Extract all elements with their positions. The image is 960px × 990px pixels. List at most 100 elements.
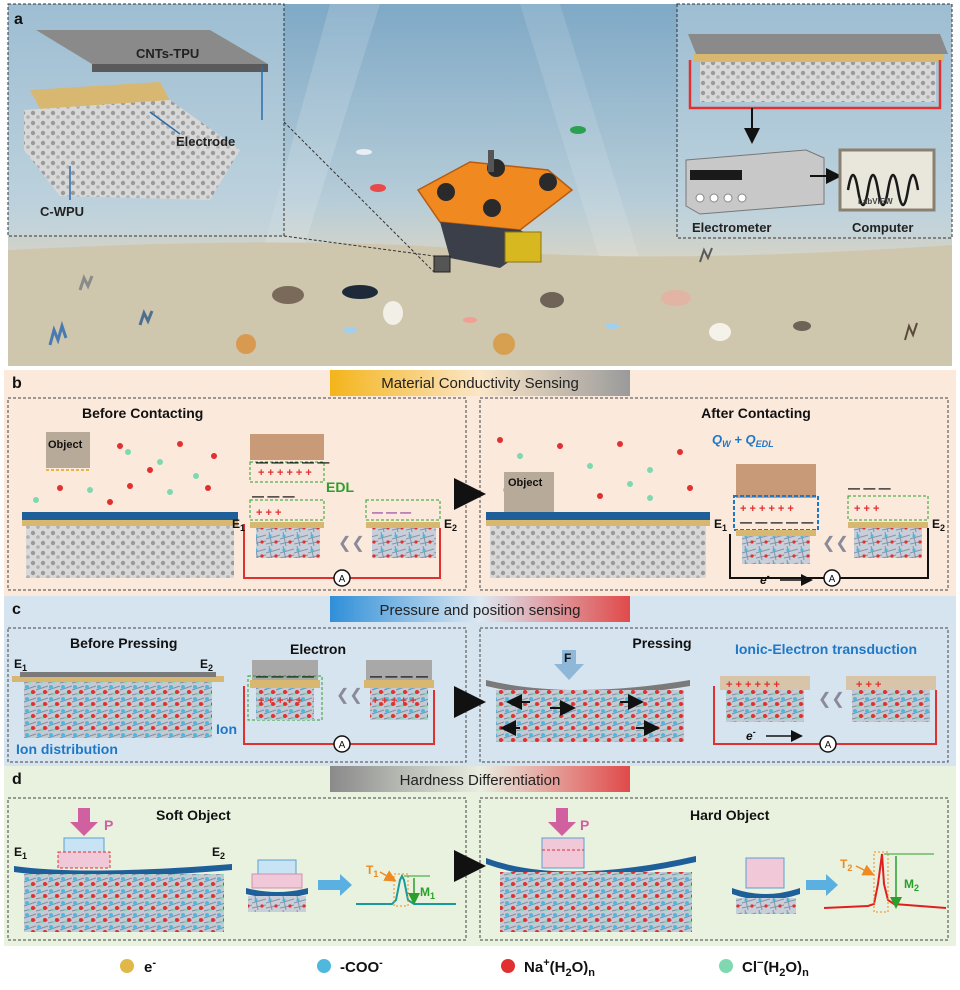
- ionic-foam: [24, 682, 212, 738]
- film-schematic: [366, 660, 432, 680]
- break-symbol: ❮❮: [818, 691, 845, 708]
- knob: [695, 193, 705, 203]
- label-ion: Ion: [216, 721, 237, 737]
- label-object: Object: [508, 477, 543, 489]
- plus-row: + + +: [256, 507, 281, 519]
- label-e1: E1: [14, 845, 27, 861]
- minus-row: — — —: [372, 507, 411, 519]
- fish: [605, 323, 619, 329]
- label-t2: T2: [840, 857, 852, 873]
- rock: [793, 321, 811, 331]
- fish: [370, 184, 386, 192]
- label-ion-distribution: Ion distribution: [16, 741, 118, 757]
- label-charge-sum: QW + QEDL: [712, 432, 774, 449]
- panel-b: Material Conductivity Sensing b Before C…: [4, 370, 956, 596]
- electrode-bar: [694, 54, 944, 62]
- software-label: LabVIEW: [858, 197, 893, 206]
- panel-label-d: d: [12, 771, 22, 788]
- film-schematic: [252, 660, 318, 680]
- ammeter-label: A: [339, 574, 346, 585]
- legend-swatch-electron: [120, 959, 134, 973]
- title-after-contacting: After Contacting: [701, 405, 811, 421]
- mini-film: [732, 888, 800, 900]
- fish: [343, 327, 357, 333]
- minus-row: — — — — —: [740, 515, 813, 529]
- panel-label-b: b: [12, 375, 22, 392]
- label-edl: EDL: [326, 479, 354, 495]
- title-before-pressing: Before Pressing: [70, 635, 177, 651]
- legend-na: Na+(H2O)n: [524, 957, 595, 979]
- knob: [723, 193, 733, 203]
- pressure-arrow-shaft: [556, 808, 568, 822]
- electrode-e2: [848, 522, 928, 528]
- pressure-arrow-head: [548, 822, 576, 836]
- electron-flow-label: e-: [760, 571, 770, 587]
- coral: [48, 320, 68, 346]
- ammeter-label: A: [829, 574, 836, 585]
- title-b: Material Conductivity Sensing: [381, 375, 579, 392]
- banner-d: [330, 766, 630, 792]
- knob: [737, 193, 747, 203]
- panel-label-c: c: [12, 601, 21, 618]
- rock: [272, 286, 304, 304]
- plus-row: + + + + +: [372, 695, 416, 707]
- shell: [661, 290, 691, 306]
- object-block: [46, 432, 90, 468]
- break-symbol: ❮❮: [822, 535, 849, 552]
- title-d: Hardness Differentiation: [400, 772, 561, 789]
- pressure-arrow-head: [70, 822, 98, 836]
- ammeter: [333, 569, 351, 587]
- ionic-layer: [372, 528, 436, 558]
- mini-object-top: [257, 859, 297, 875]
- ionic-layer: [854, 528, 922, 558]
- label-electrometer: Electrometer: [692, 220, 771, 235]
- label-pressure: P: [580, 817, 589, 833]
- ionic-layer: [852, 690, 930, 722]
- ammeter-label: A: [339, 740, 346, 751]
- legend: e- -COO- Na+(H2O)n Cl−(H2O)n: [120, 957, 809, 979]
- label-e2: E2: [932, 517, 945, 533]
- electrode-layer: [486, 520, 710, 526]
- inset-connector: [283, 121, 435, 273]
- coral: [138, 309, 154, 326]
- electrode-layer: [12, 676, 224, 682]
- label-m2: M2: [904, 877, 919, 893]
- electrode-e1: [250, 680, 320, 688]
- edl-box-right: [365, 499, 441, 521]
- coral: [904, 322, 918, 341]
- pointer-line: [149, 111, 181, 135]
- cnts-tpu-film: [36, 30, 268, 64]
- ionic-foam: [24, 874, 224, 932]
- cnts-tpu-layer: [14, 864, 232, 877]
- minus-row: — — — —: [370, 669, 428, 683]
- light-ray: [260, 4, 380, 260]
- fish: [356, 149, 372, 155]
- label-e2: E2: [212, 845, 225, 861]
- cnts-tpu-layer: [22, 512, 238, 520]
- electrode-e2: [364, 680, 434, 688]
- legend-cl: Cl−(H2O)n: [742, 957, 809, 979]
- film-schematic: [720, 676, 810, 690]
- label-pressure: P: [104, 817, 113, 833]
- foam-layer: [26, 526, 234, 578]
- edl-box-left: [249, 499, 325, 521]
- coral: [699, 247, 713, 263]
- shell: [709, 323, 731, 341]
- label-force: F: [564, 651, 571, 665]
- legend-swatch-na: [501, 959, 515, 973]
- electrode-e1: [736, 530, 816, 536]
- electrometer-device: [685, 149, 825, 215]
- ionic-layer: [370, 688, 428, 720]
- label-electrode: Electrode: [176, 134, 235, 149]
- plus-row: + + +: [856, 679, 881, 691]
- mini-foam: [248, 896, 306, 912]
- label-computer: Computer: [852, 220, 913, 235]
- object-soft: [57, 851, 111, 869]
- legend-swatch-cl: [719, 959, 733, 973]
- ammeter-label: A: [825, 740, 832, 751]
- label-cnts-tpu: CNTs-TPU: [136, 46, 199, 61]
- wire: [688, 60, 942, 110]
- ionic-layer: [256, 688, 314, 720]
- signal-waveform: [846, 173, 920, 207]
